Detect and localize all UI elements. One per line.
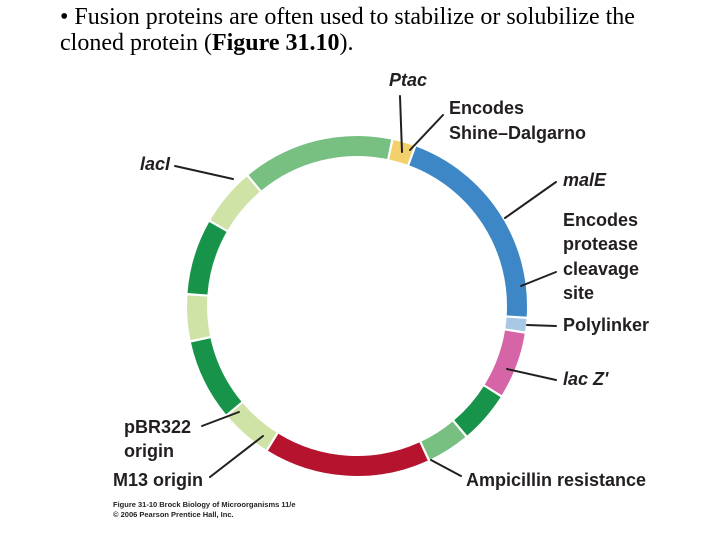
label-laci: lacI [140,154,171,174]
connector-ptac [399,95,403,153]
label-pbr322-line2: origin [124,441,174,461]
plasmid-segment-malE [409,146,527,317]
caption-line-1: Figure 31-10 Brock Biology of Microorgan… [113,500,296,509]
plasmid-segment-lacI [248,136,392,191]
connector-shine [409,114,444,151]
connector-laci [174,165,234,180]
connector-ampicillin [430,459,462,477]
label-male: malE [563,170,607,190]
label-shine-line1: Encodes [449,98,524,118]
label-protease-line1: Encodes [563,210,638,230]
plasmid-segment-pbr322 [190,337,242,415]
caption-line-2: © 2006 Pearson Prentice Hall, Inc. [113,510,234,519]
plasmid-segment-polylinker [484,330,525,396]
plasmid-ring [187,136,527,476]
plasmid-segment-protease-site [505,317,527,332]
label-pbr322-line1: pBR322 [124,417,191,437]
connector-protease [520,271,557,287]
plasmid-segment-spacer-1 [421,421,466,460]
label-protease-line4: site [563,283,594,303]
label-connectors [174,95,557,478]
connector-lacz [506,368,557,381]
label-m13-origin: M13 origin [113,470,203,490]
plasmid-segment-lacZ [454,386,501,436]
figure-caption: Figure 31-10 Brock Biology of Microorgan… [113,500,296,520]
connector-m13 [209,435,264,478]
label-protease-line2: protease [563,234,638,254]
bullet-text: Fusion proteins are often used to stabil… [60,4,635,56]
plasmid-segment-spacer-3 [210,176,260,231]
label-shine-line2: Shine–Dalgarno [449,123,586,143]
label-ptac: Ptac [389,70,427,90]
connector-pbr322 [201,411,240,427]
plasmid-segment-ampicillin [267,433,428,476]
plasmid-segment-m13 [227,403,277,450]
figure-reference: Figure 31.10 [211,30,340,56]
bullet-text-end: ). [339,30,354,56]
slide-bullet-text: • Fusion proteins are often used to stab… [60,4,700,56]
connector-polylinker [526,324,557,327]
bullet-glyph: • [60,4,69,30]
label-polylinker: Polylinker [563,315,649,335]
plasmid-segment-green-dark-2 [187,222,227,295]
label-protease-line3: cleavage [563,259,639,279]
label-ampicillin: Ampicillin resistance [466,470,646,490]
plasmid-segment-spacer-2 [187,295,211,341]
label-lacz: lac Z' [563,369,609,389]
connector-male [504,181,557,219]
